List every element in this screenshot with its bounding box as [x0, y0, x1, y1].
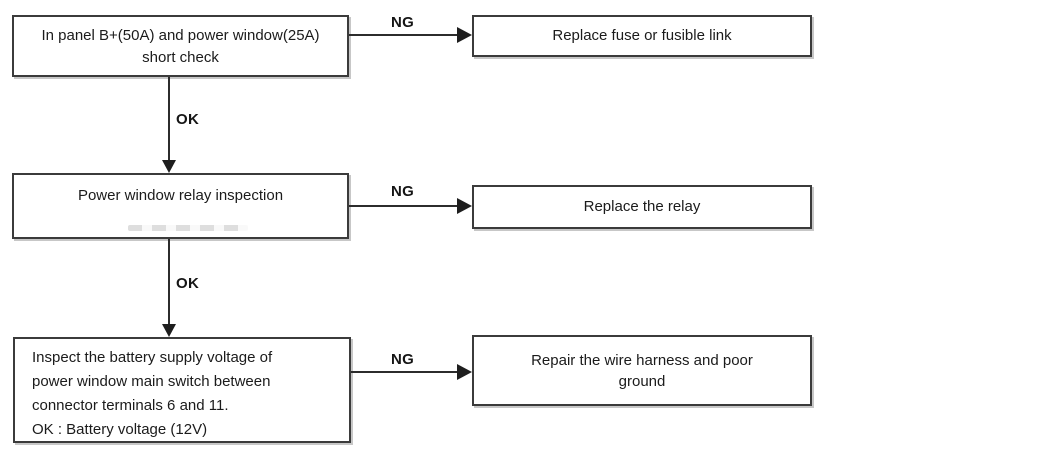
edge-label-ok: OK	[176, 275, 200, 292]
flow-box-text-line: connector terminals 6 and 11.	[32, 397, 229, 414]
edge-label-ng: NG	[391, 14, 415, 31]
connector-line-ng-3	[351, 371, 457, 373]
flow-box-short-check: In panel B+(50A) and power window(25A) s…	[12, 15, 349, 77]
flow-box-text-line: short check	[142, 49, 219, 66]
flow-box-replace-relay: Replace the relay	[472, 185, 812, 229]
edge-label-ng: NG	[391, 183, 415, 200]
flow-box-text-line: Repair the wire harness and poor	[531, 351, 753, 369]
flow-box-text-line: Power window relay inspection	[77, 187, 284, 204]
flow-box-text-line: Inspect the battery supply voltage of	[32, 349, 273, 366]
flow-box-battery-voltage-check: Inspect the battery supply voltage of po…	[13, 337, 351, 443]
flow-box-text-line: power window main switch between	[32, 373, 271, 390]
flow-box-relay-inspection: Power window relay inspection	[12, 173, 349, 239]
connector-line-ok-1	[168, 77, 170, 160]
flow-box-text-line: In panel B+(50A) and power window(25A)	[41, 27, 320, 44]
flow-box-text-line: OK : Battery voltage (12V)	[32, 421, 208, 438]
arrowhead-right-icon	[457, 27, 472, 43]
arrowhead-right-icon	[457, 198, 472, 214]
edge-label-ng: NG	[391, 351, 415, 368]
flow-box-text-line: ground	[618, 372, 666, 390]
flow-box-repair-harness: Repair the wire harness and poor ground	[472, 335, 812, 406]
scan-ghost-text-artifact	[128, 225, 248, 231]
flow-box-text-line: Replace the relay	[583, 198, 701, 215]
flow-box-replace-fuse: Replace fuse or fusible link	[472, 15, 812, 57]
connector-line-ng-1	[349, 34, 457, 36]
arrowhead-down-icon	[162, 160, 176, 173]
flow-box-text-line: Replace fuse or fusible link	[552, 27, 732, 44]
edge-label-ok: OK	[176, 111, 200, 128]
connector-line-ng-2	[349, 205, 457, 207]
arrowhead-down-icon	[162, 324, 176, 337]
arrowhead-right-icon	[457, 364, 472, 380]
connector-line-ok-2	[168, 239, 170, 324]
